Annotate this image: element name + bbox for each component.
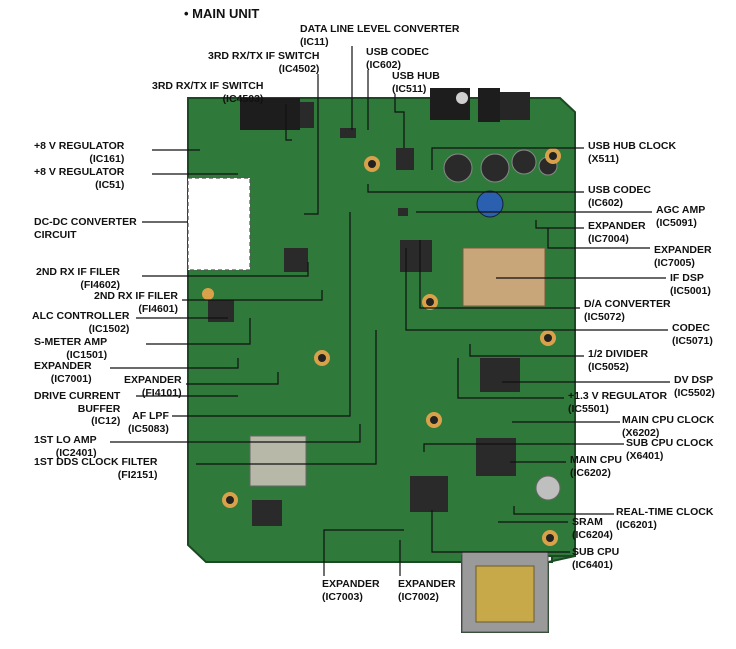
leader-line (110, 358, 239, 369)
label-s-meter-amp: S-METER AMP(IC1501) (34, 336, 108, 361)
label-if-dsp: IF DSP(IC5001) (670, 272, 711, 297)
label-expander-ic7003: EXPANDER(IC7003) (322, 578, 380, 603)
leader-line (196, 330, 377, 465)
shield-can (249, 435, 307, 487)
leader-line (405, 248, 668, 331)
label-expander-ic7001: EXPANDER(IC7001) (34, 360, 92, 385)
leader-line (431, 510, 570, 553)
label-1st-lo-amp: 1ST LO AMP(IC2401) (34, 434, 97, 459)
label-3rd-rx-tx-if-ic4503: 3RD RX/TX IF SWITCH(IC4503) (152, 80, 264, 105)
label-main-cpu: MAIN CPU(IC6202) (570, 454, 622, 479)
ic-lower-left (252, 500, 282, 526)
label-3rd-rx-tx-if-ic4502: 3RD RX/TX IF SWITCH(IC4502) (208, 50, 320, 75)
label-usb-codec-top: USB CODEC(IC602) (366, 46, 430, 71)
dv-dsp-chip (480, 358, 520, 392)
leader-line (419, 240, 580, 309)
label-expander-ic7004: EXPANDER(IC7004) (588, 220, 646, 245)
label-sub-cpu-clock: SUB CPU CLOCK(X6401) (626, 437, 714, 462)
label-1-3v-regulator: +1.3 V REGULATOR(IC5501) (568, 390, 668, 415)
leader-line (394, 94, 405, 148)
rx-if-chip (284, 248, 308, 272)
leader-line (285, 104, 292, 141)
label-half-divider: 1/2 DIVIDER(IC5052) (588, 348, 649, 373)
label-2nd-rx-if-fi4602: 2ND RX IF FILER(FI4602) (36, 266, 121, 291)
sub-cpu-chip (410, 476, 448, 512)
leader-line (469, 344, 584, 357)
label-dv-dsp: DV DSP(IC5502) (674, 374, 715, 399)
pcb-board (187, 97, 576, 633)
label-af-lpf: AF LPF(IC5083) (128, 410, 169, 435)
label-alc-controller: ALC CONTROLLER(IC1502) (32, 310, 130, 335)
leader-line (304, 74, 319, 215)
leader-line (513, 506, 614, 515)
label-codec: CODEC(IC5071) (672, 322, 713, 347)
leader-line (146, 318, 251, 345)
chips (208, 128, 546, 526)
label-real-time-clock: REAL-TIME CLOCK(IC6201) (616, 506, 714, 531)
label-main-cpu-clock: MAIN CPU CLOCK(X6202) (622, 414, 715, 439)
label-2nd-rx-if-fi4601: 2ND RX IF FILER(FI4601) (94, 290, 179, 315)
leader-line (423, 443, 624, 452)
ifdsp-side-chip (400, 240, 432, 272)
mounting-holes (202, 148, 561, 546)
leader-line (457, 358, 564, 399)
label-1st-dds-clock-filter: 1ST DDS CLOCK FILTER(FI2151) (34, 456, 158, 481)
label-expander-ic7002: EXPANDER(IC7002) (398, 578, 456, 603)
dc-dc-area (187, 177, 251, 271)
label-8v-regulator-ic161: +8 V REGULATOR(IC161) (34, 140, 125, 165)
leader-line (535, 220, 584, 229)
leader-line (323, 529, 404, 576)
label-expander-ic7005: EXPANDER(IC7005) (654, 244, 712, 269)
leader-line (172, 212, 351, 417)
label-usb-codec-right: USB CODEC(IC602) (588, 184, 652, 209)
leader-lines (110, 46, 670, 576)
leader-line (431, 147, 584, 170)
leader-line (547, 228, 650, 249)
leader-line (186, 372, 279, 385)
leader-line (367, 184, 584, 193)
label-expander-fi4101: EXPANDER(FI4101) (124, 374, 182, 399)
label-agc-amp: AGC AMP(IC5091) (656, 204, 706, 229)
leader-line (110, 424, 361, 443)
label-usb-hub: USB HUB(IC511) (392, 70, 440, 95)
page-title: • MAIN UNIT (184, 6, 260, 21)
label-sram: SRAM(IC6204) (572, 516, 613, 541)
if-dsp-chip (462, 247, 546, 307)
label-da-converter: D/A CONVERTER(IC5072) (584, 298, 671, 323)
label-usb-hub-clock: USB HUB CLOCK(X511) (588, 140, 677, 165)
label-data-line-converter: DATA LINE LEVEL CONVERTER(IC11) (300, 23, 460, 48)
label-sub-cpu: SUB CPU(IC6401) (572, 546, 620, 571)
sd-card-contacts (475, 565, 535, 623)
alc-chip (208, 300, 234, 322)
leader-line (142, 262, 309, 277)
label-8v-regulator-ic51: +8 V REGULATOR(IC51) (34, 166, 125, 191)
top-connectors (240, 88, 530, 130)
leader-line (182, 290, 323, 301)
